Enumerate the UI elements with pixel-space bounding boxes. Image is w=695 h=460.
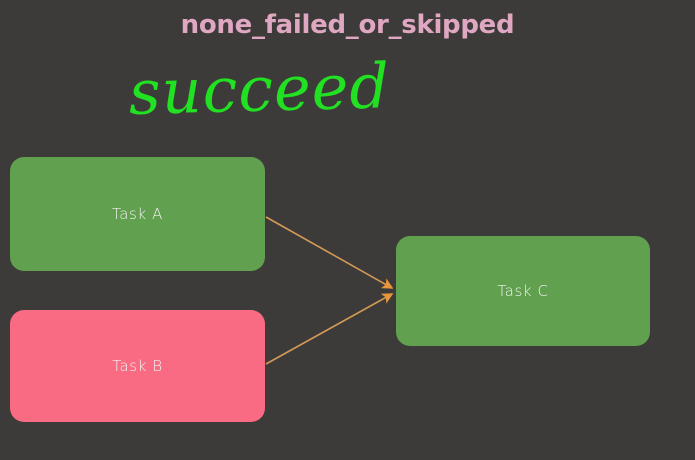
edge-task-b-to-task-c xyxy=(265,293,394,365)
node-label-task-a: Task A xyxy=(111,205,163,223)
edge-task-a-to-task-c xyxy=(265,216,394,289)
node-task-b[interactable]: Task B xyxy=(10,310,265,422)
node-task-c[interactable]: Task C xyxy=(396,236,650,346)
node-task-a[interactable]: Task A xyxy=(10,157,265,271)
page-title: none_failed_or_skipped xyxy=(180,10,515,40)
handwritten-annotation-succeed: succeed xyxy=(127,49,391,129)
node-label-task-c: Task C xyxy=(497,282,549,300)
node-label-task-b: Task B xyxy=(112,357,163,375)
